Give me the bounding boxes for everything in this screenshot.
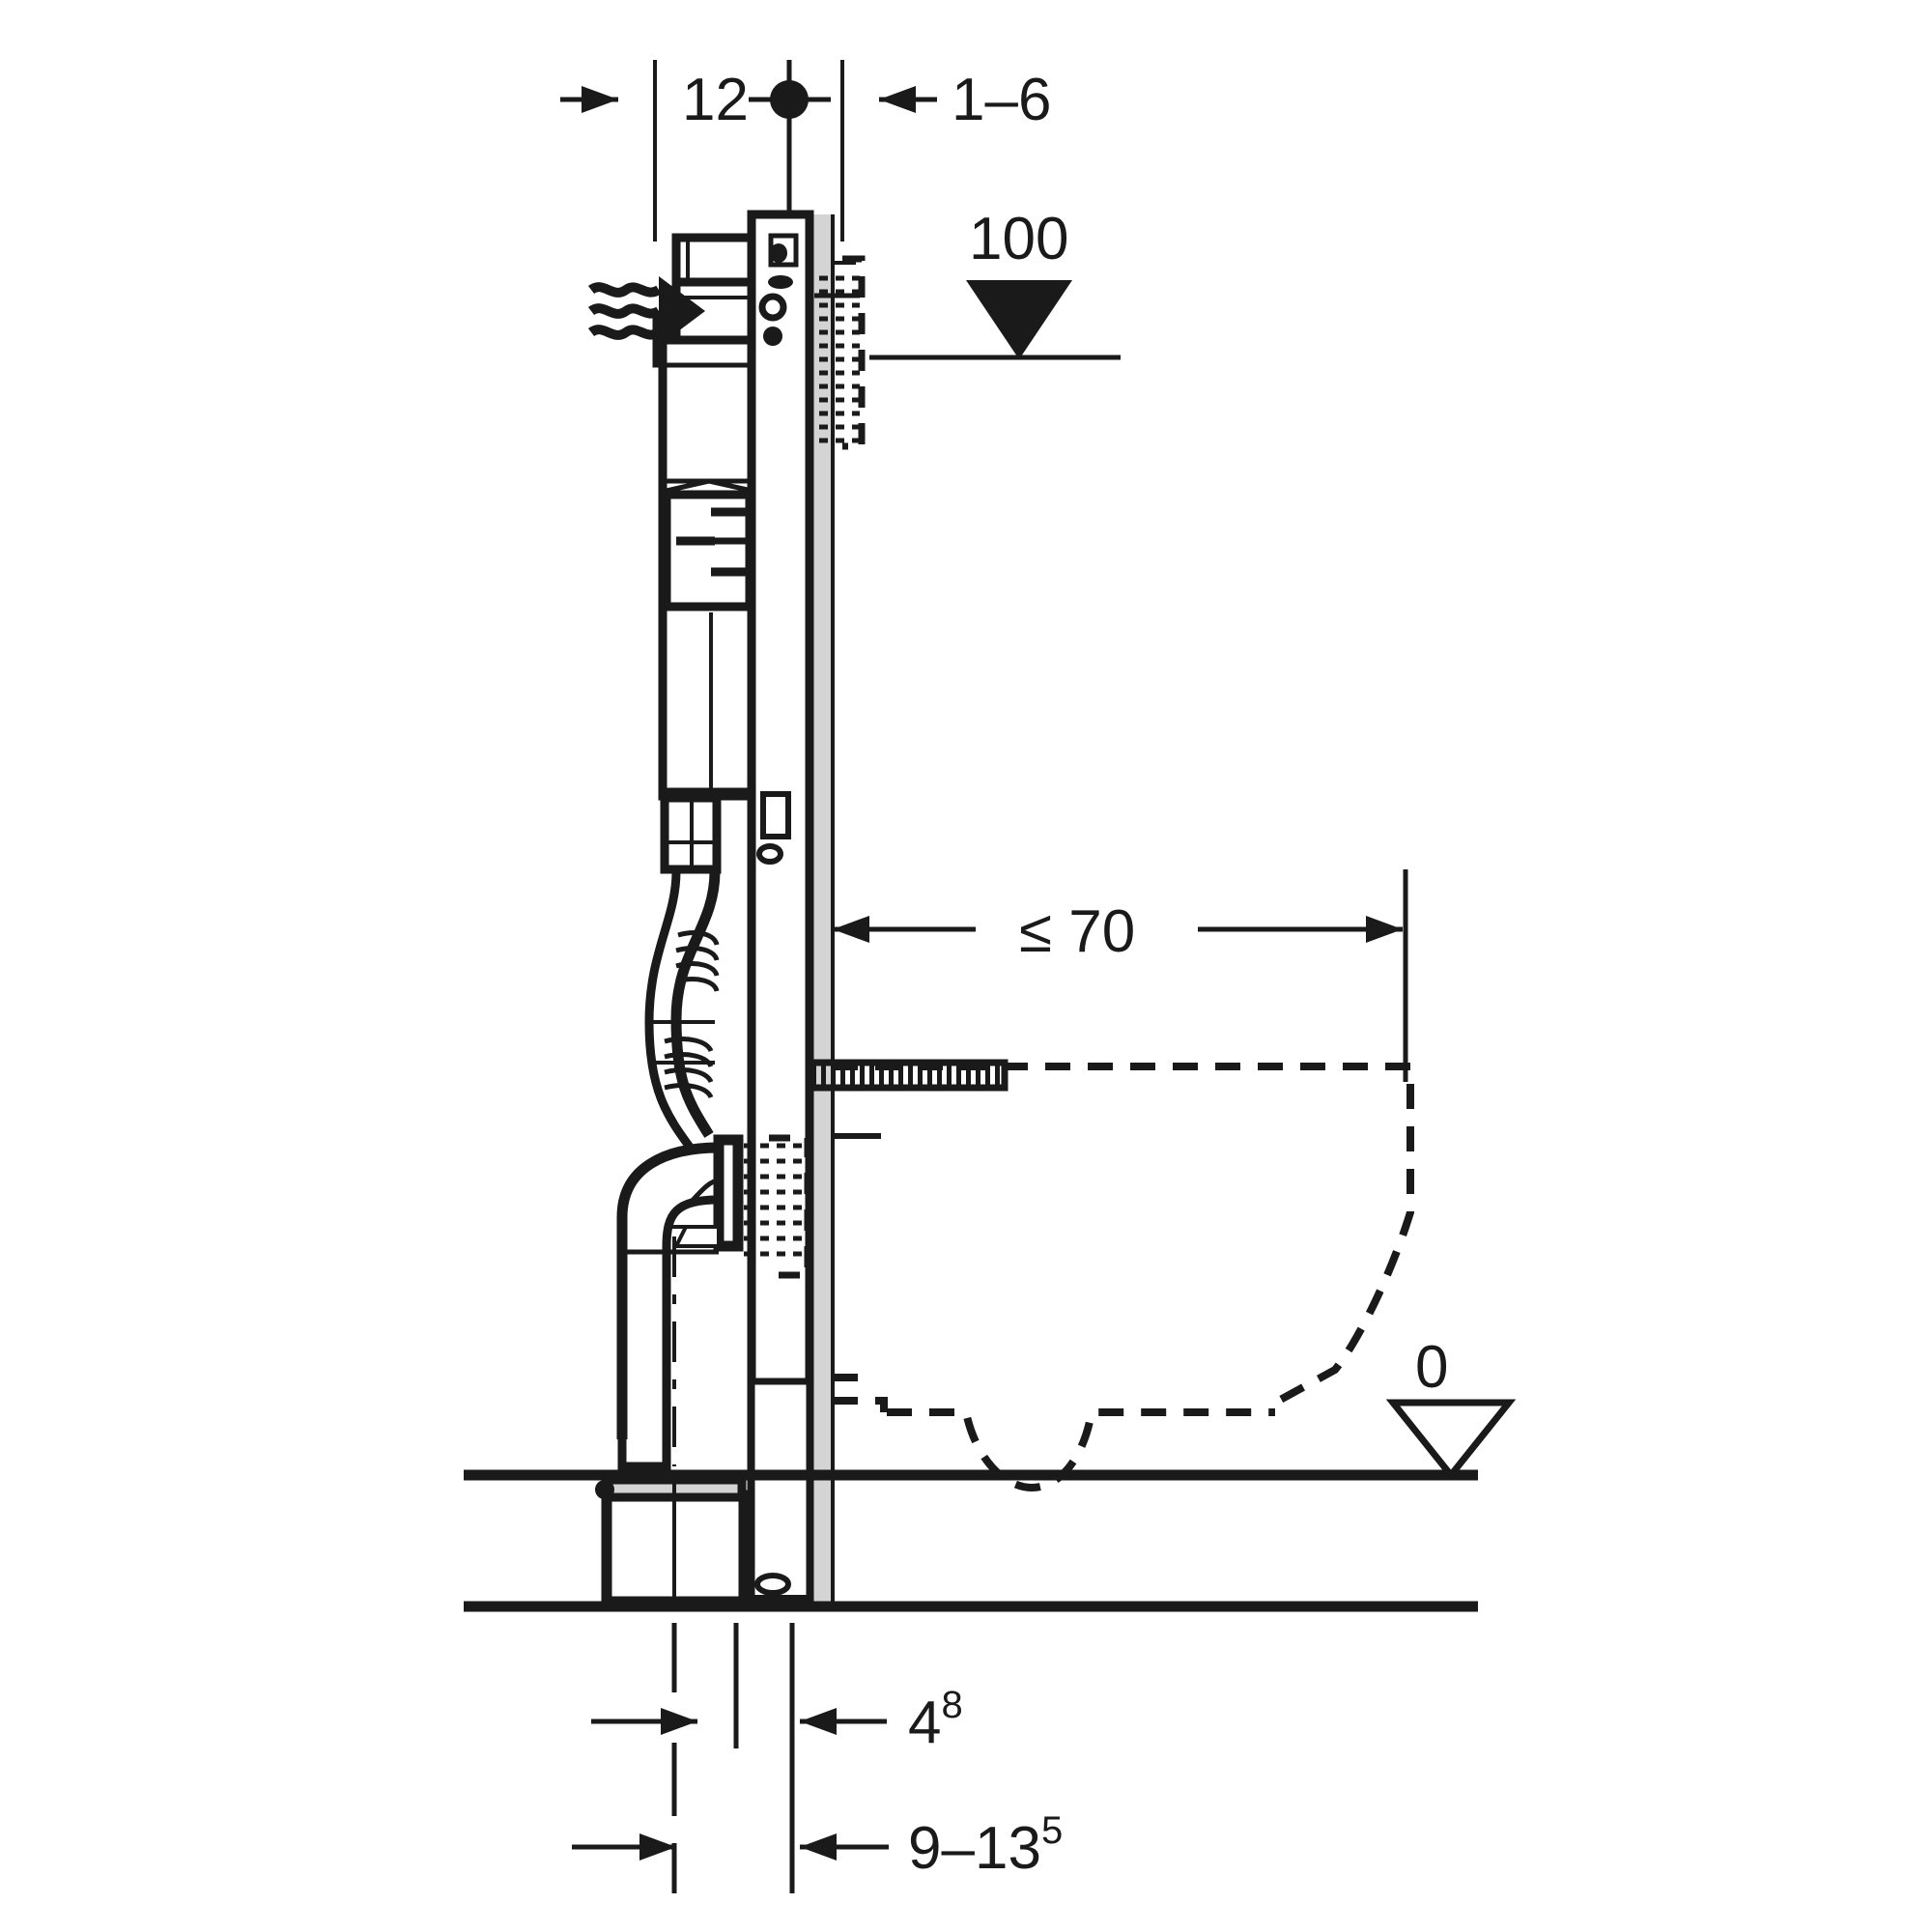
level-label-0: 0: [1415, 1334, 1448, 1401]
top-dimension-group: [560, 60, 937, 253]
wc-bowl-outline: [833, 1063, 1414, 1492]
flush-pipe-collar-lower: [664, 1037, 714, 1099]
wall-anchor-top: [814, 255, 866, 450]
waste-bend-flange: [713, 1134, 744, 1252]
dim-label-12: 12: [682, 67, 749, 133]
flush-pipe-bend: [644, 870, 721, 1152]
water-supply-wave-lines: [587, 282, 662, 340]
dim-label-1-6: 1–6: [952, 67, 1051, 133]
cistern-top-cap: [671, 233, 756, 287]
anchor-dashed-outline: [842, 255, 866, 450]
dim-label-9-135: 9–135: [908, 1809, 1063, 1882]
water-supply-arrow: [587, 276, 705, 346]
level-label-100: 100: [969, 206, 1068, 272]
frame-slot-mid: [760, 791, 791, 839]
level-marker-0-group: [1385, 1399, 1517, 1481]
dimension-70-group: [833, 869, 1408, 1082]
installation-frame: [747, 210, 814, 1610]
wall-connection-studs: [744, 1134, 811, 1279]
waste-pipe-socket: [595, 1475, 750, 1607]
dim-label-70: ≤ 70: [1019, 898, 1135, 965]
water-supply-arrow-head: [659, 276, 705, 346]
level-triangle-100: [966, 280, 1072, 359]
waste-bend-elbow: [616, 1134, 744, 1471]
centre-dot-marker: [770, 80, 809, 119]
bottom-extension-lines: [671, 1623, 795, 1893]
level-triangle-0: [1385, 1399, 1517, 1481]
level-marker-100-group: [869, 280, 1121, 360]
dim-label-48: 48: [908, 1684, 963, 1756]
flush-pipe-collar-upper: [675, 930, 720, 992]
